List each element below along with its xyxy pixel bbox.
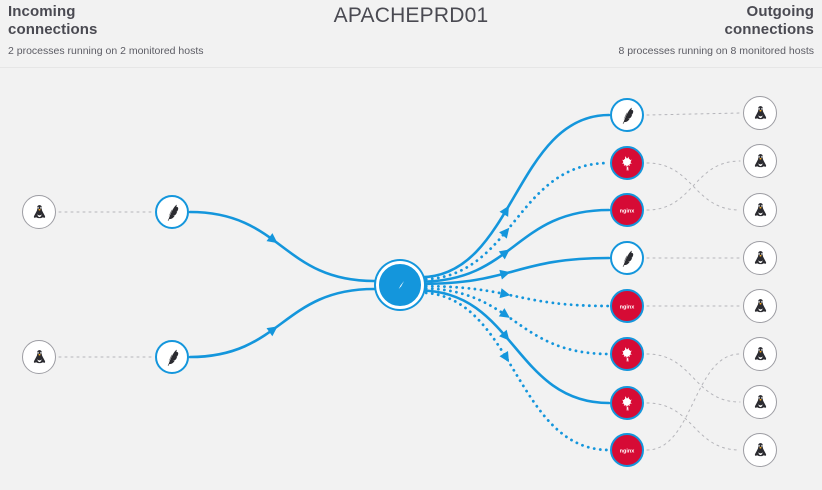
outgoing-process-node-4[interactable] bbox=[610, 241, 644, 275]
edge-layer bbox=[58, 112, 741, 452]
tomcat-cat-icon bbox=[619, 395, 636, 412]
outgoing-process-node-8[interactable]: nginx bbox=[610, 433, 644, 467]
outgoing-edge-6 bbox=[418, 286, 611, 356]
incoming-title-line2: connections bbox=[8, 21, 98, 38]
outgoing-host-node-5[interactable] bbox=[743, 289, 777, 323]
outgoing-host-node-1[interactable] bbox=[743, 96, 777, 130]
outgoing-process-node-1[interactable] bbox=[610, 98, 644, 132]
outgoing-connections-header: Outgoing connections 8 processes running… bbox=[514, 3, 814, 58]
outgoing-title-line1: Outgoing bbox=[746, 3, 814, 20]
outgoing-process-node-7[interactable] bbox=[610, 386, 644, 420]
svg-text:nginx: nginx bbox=[620, 208, 636, 214]
page-title: APACHEPRD01 bbox=[333, 4, 489, 27]
tomcat-cat-icon bbox=[619, 346, 636, 363]
linux-penguin-icon bbox=[752, 202, 769, 219]
outgoing-process-node-6[interactable] bbox=[610, 337, 644, 371]
incoming-edge-1 bbox=[188, 210, 376, 283]
incoming-subtitle: 2 processes running on 2 monitored hosts bbox=[8, 45, 204, 57]
linux-penguin-icon bbox=[752, 394, 769, 411]
incoming-process-node-2[interactable] bbox=[155, 340, 189, 374]
incoming-host-node-1[interactable] bbox=[22, 195, 56, 229]
tomcat-cat-icon bbox=[619, 155, 636, 172]
outgoing-edge-3 bbox=[418, 208, 611, 283]
outgoing-host-node-4[interactable] bbox=[743, 241, 777, 275]
linux-penguin-icon bbox=[752, 153, 769, 170]
outgoing-host-node-6[interactable] bbox=[743, 337, 777, 371]
incoming-title-line1: Incoming bbox=[8, 3, 76, 20]
header-bar: APACHEPRD01 Incoming connections 2 proce… bbox=[0, 0, 822, 68]
incoming-edge-1-arrow bbox=[266, 233, 278, 244]
outgoing-edge-8-arrow bbox=[499, 351, 509, 363]
center-node-apacheprd01[interactable] bbox=[376, 261, 424, 309]
linux-penguin-icon bbox=[31, 349, 48, 366]
topology-canvas[interactable]: nginx nginx nginx bbox=[0, 69, 822, 490]
outgoing-edge-5-arrow bbox=[499, 288, 511, 299]
outgoing-edge-6-arrow bbox=[498, 308, 510, 318]
incoming-connections-header: Incoming connections 2 processes running… bbox=[8, 3, 288, 58]
svg-text:nginx: nginx bbox=[620, 448, 636, 454]
outgoing-process-node-2[interactable] bbox=[610, 146, 644, 180]
outgoing-edge-1-arrow bbox=[499, 205, 509, 217]
outgoing-edge-2 bbox=[418, 161, 611, 281]
outgoing-title-line2: connections bbox=[724, 21, 814, 38]
nginx-wordmark-icon: nginx bbox=[616, 205, 638, 216]
outgoing-process-node-3[interactable]: nginx bbox=[610, 193, 644, 227]
outgoing-host-node-8[interactable] bbox=[743, 433, 777, 467]
outgoing-edge-4 bbox=[418, 256, 611, 286]
incoming-edge-2 bbox=[188, 287, 376, 359]
outgoing-host-node-7[interactable] bbox=[743, 385, 777, 419]
outgoing-host-link-7 bbox=[646, 402, 741, 451]
incoming-process-node-1[interactable] bbox=[155, 195, 189, 229]
outgoing-host-link-8 bbox=[646, 353, 741, 451]
linux-penguin-icon bbox=[752, 298, 769, 315]
apache-feather-icon bbox=[163, 348, 181, 366]
outgoing-edge-4-arrow bbox=[499, 269, 511, 280]
outgoing-edge-8 bbox=[418, 291, 611, 452]
compass-needle-icon bbox=[389, 274, 411, 296]
linux-penguin-icon bbox=[752, 346, 769, 363]
outgoing-host-link-3 bbox=[646, 160, 741, 211]
outgoing-edge-3-arrow bbox=[498, 249, 510, 260]
outgoing-edge-5 bbox=[418, 284, 611, 308]
edges bbox=[58, 112, 741, 452]
linux-penguin-icon bbox=[752, 442, 769, 459]
outgoing-host-link-1 bbox=[646, 112, 741, 116]
apache-feather-icon bbox=[163, 203, 181, 221]
linux-penguin-icon bbox=[752, 250, 769, 267]
outgoing-host-link-2 bbox=[646, 162, 741, 211]
nginx-wordmark-icon: nginx bbox=[616, 445, 638, 456]
linux-penguin-icon bbox=[752, 105, 769, 122]
linux-penguin-icon bbox=[31, 204, 48, 221]
outgoing-host-node-3[interactable] bbox=[743, 193, 777, 227]
outgoing-host-link-6 bbox=[646, 353, 741, 403]
svg-text:nginx: nginx bbox=[620, 304, 636, 310]
apache-feather-icon bbox=[618, 106, 636, 124]
outgoing-host-node-2[interactable] bbox=[743, 144, 777, 178]
outgoing-edge-2-arrow bbox=[499, 227, 510, 239]
outgoing-edge-1 bbox=[418, 113, 611, 279]
nginx-wordmark-icon: nginx bbox=[616, 301, 638, 312]
outgoing-edge-7-arrow bbox=[499, 329, 510, 341]
outgoing-process-node-5[interactable]: nginx bbox=[610, 289, 644, 323]
apache-feather-icon bbox=[618, 249, 636, 267]
outgoing-edge-7 bbox=[418, 289, 611, 405]
incoming-host-node-2[interactable] bbox=[22, 340, 56, 374]
incoming-edge-2-arrow bbox=[266, 326, 278, 337]
outgoing-subtitle: 8 processes running on 8 monitored hosts bbox=[618, 45, 814, 57]
